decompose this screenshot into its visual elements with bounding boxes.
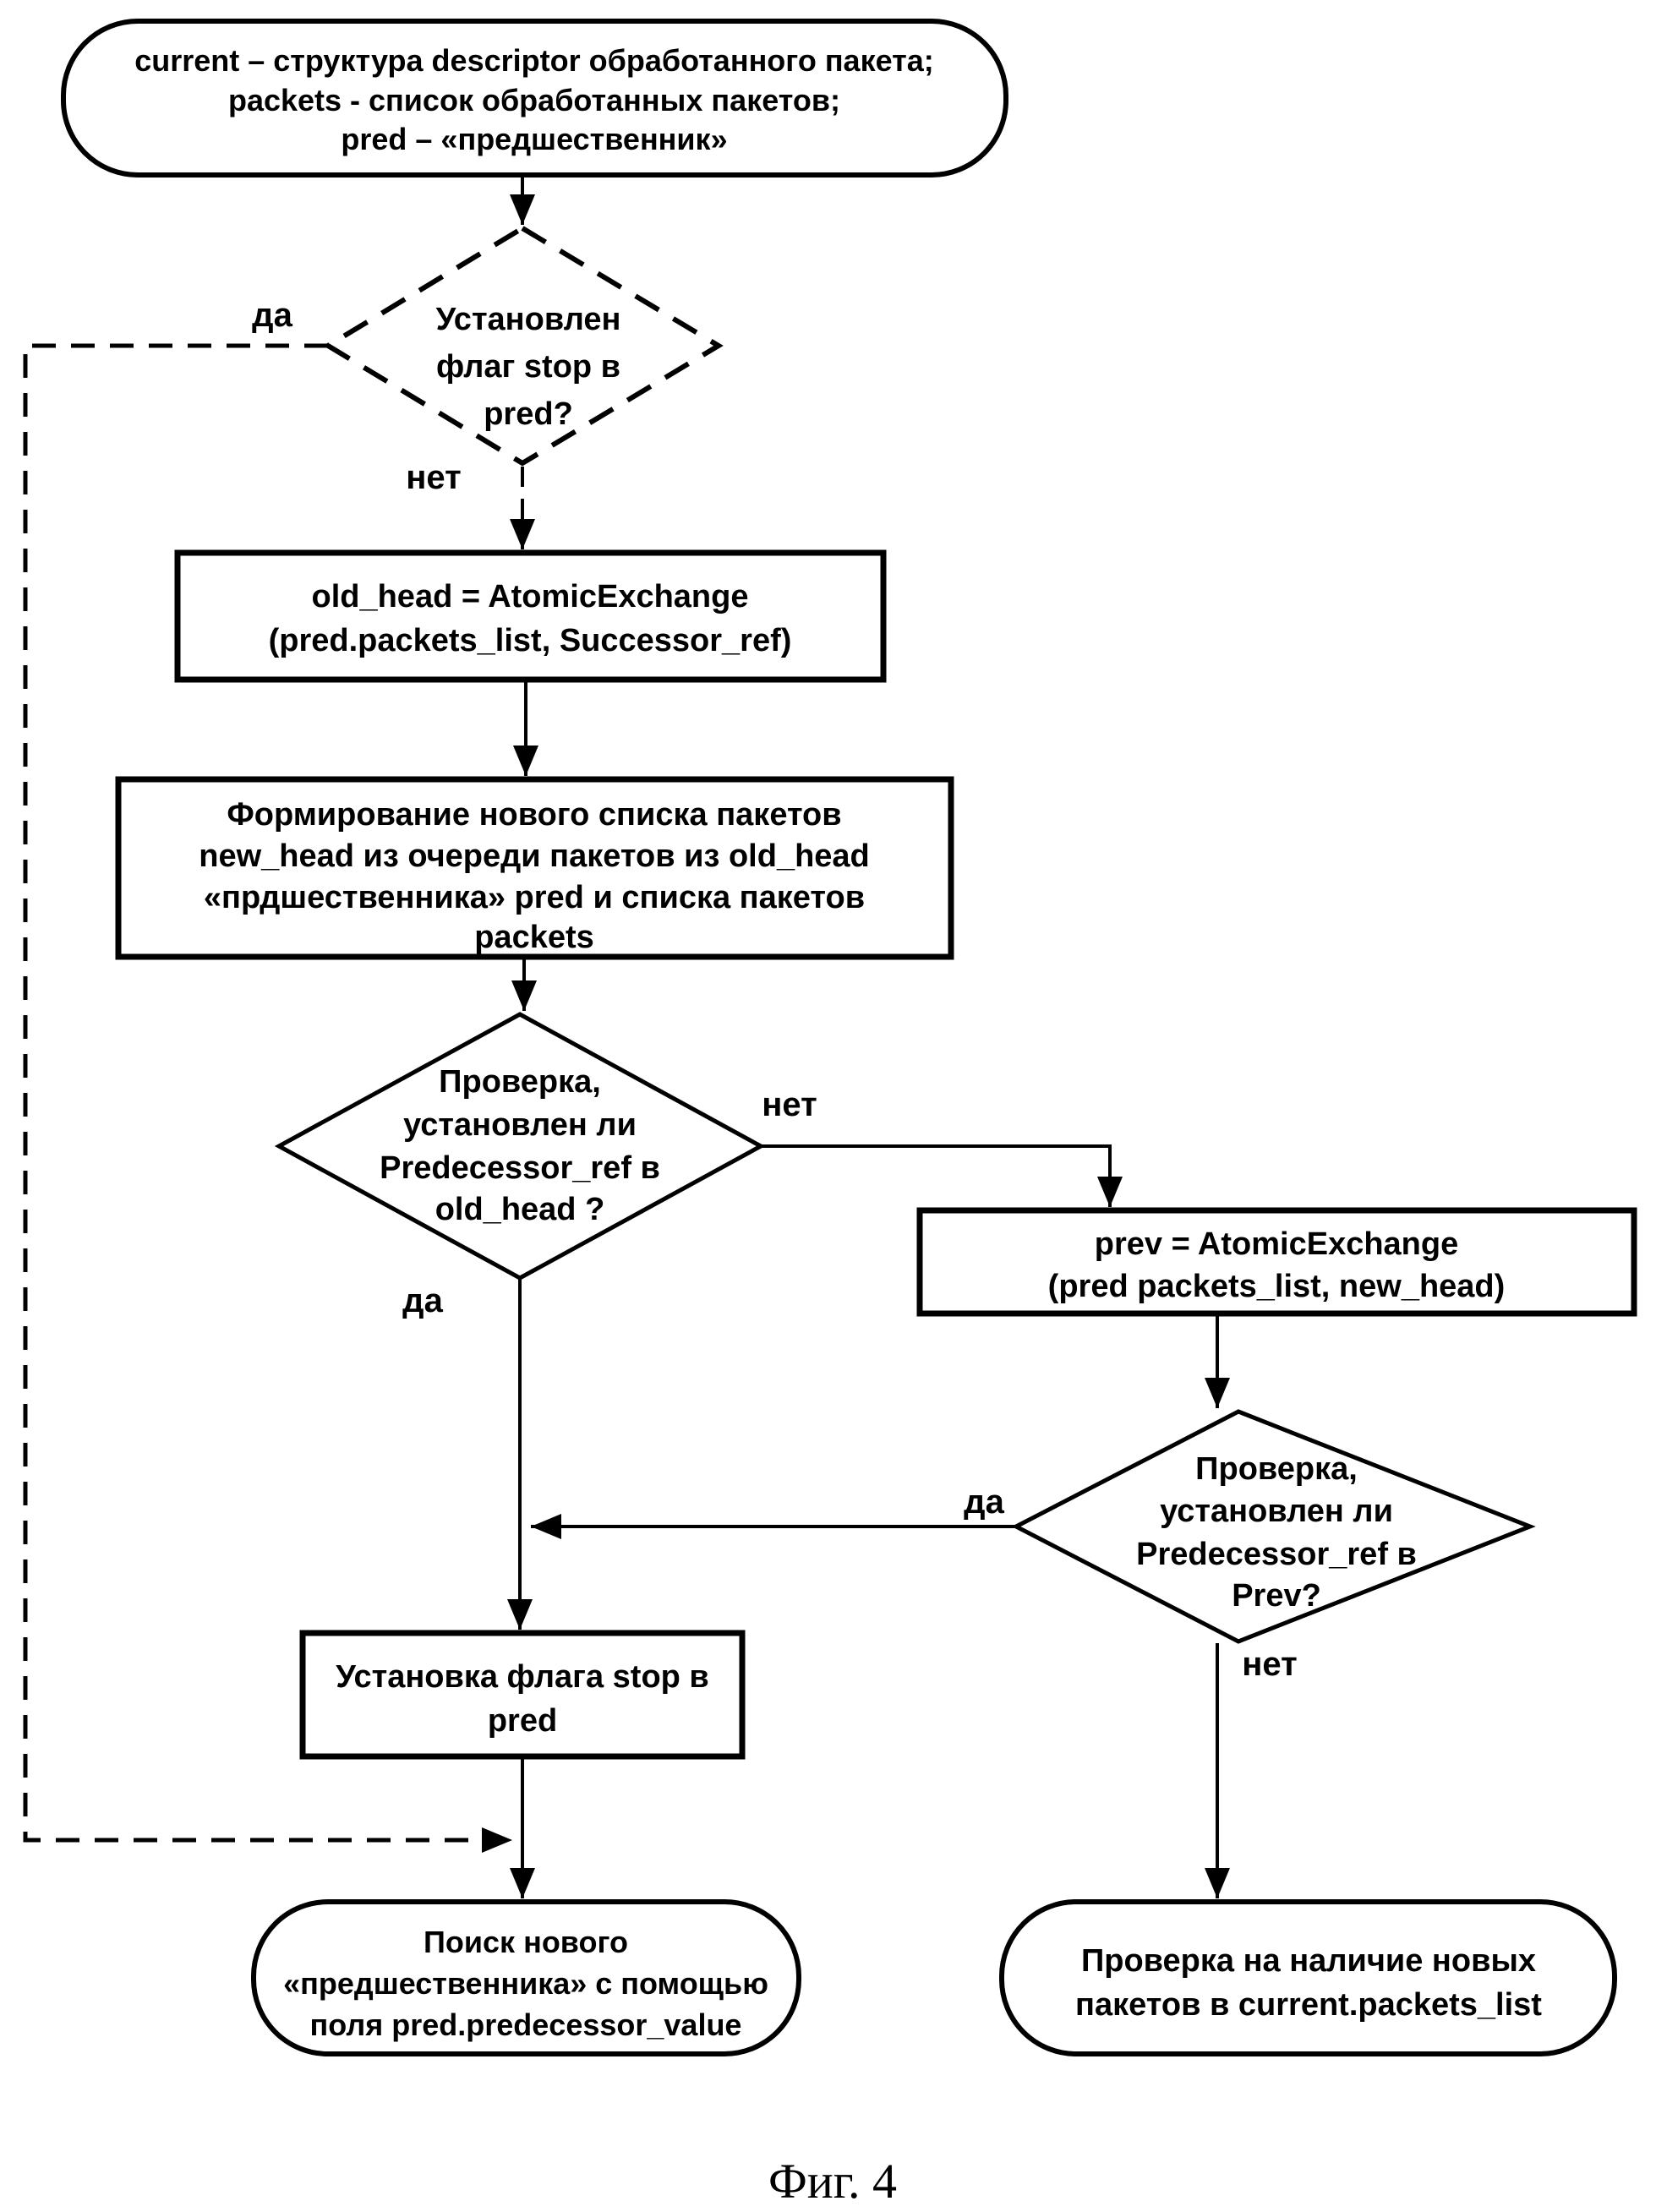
label-yes-decision2: да: [402, 1282, 443, 1319]
terminator-search-line2: «предшественника» с помощью: [283, 1966, 768, 2001]
terminator-search-line3: поля pred.predecessor_value: [310, 2007, 742, 2042]
terminator-packets-line1: Проверка на наличие новых: [1081, 1943, 1536, 1979]
process-formlist-line4: packets: [474, 920, 594, 955]
terminator-start-line1: current – структура descriptor обработан…: [134, 43, 934, 78]
terminator-search-line1: Поиск нового: [424, 1925, 628, 1959]
decision-stop-flag-shape: [323, 225, 724, 467]
decision2-line1: Проверка,: [439, 1064, 601, 1100]
decision-stop-flag: Установлен флаг stop в pred?: [323, 225, 724, 467]
terminator-check-new-packets-shape: [999, 1899, 1617, 2056]
process-oldhead-line2: (pred.packets_list, Successor_ref): [269, 623, 792, 658]
decision-predecessor-prev-shape: [1011, 1409, 1536, 1644]
label-no-decision1: нет: [406, 459, 461, 496]
decision3-line1: Проверка,: [1195, 1451, 1358, 1487]
process-atomic-exchange-prev-shape: [916, 1207, 1637, 1317]
process-setflag-line1: Установка флага stop в: [336, 1659, 709, 1695]
decision-predecessor-old-head: Проверка, установлен ли Predecessor_ref …: [274, 1012, 766, 1281]
edge-check-predecessor-no: [761, 1144, 1123, 1207]
decision2-line2: установлен ли: [403, 1107, 637, 1143]
decision-stop-flag-line1: Установлен: [436, 302, 621, 337]
decision3-line3: Predecessor_ref в: [1136, 1537, 1417, 1572]
process-atomic-exchange-old-head-shape: [174, 549, 887, 683]
terminator-start-line2: packets - список обработанных пакетов;: [228, 83, 840, 117]
process-atomic-exchange-prev: prev = AtomicExchange (pred packets_list…: [916, 1207, 1637, 1317]
label-no-decision3: нет: [1242, 1646, 1297, 1683]
decision-predecessor-old-head-shape: [274, 1012, 766, 1281]
process-form-new-list: Формирование нового списка пакетов new_h…: [115, 776, 954, 960]
decision2-line4: old_head ?: [435, 1192, 605, 1227]
edge-check-stop-yes-loop: [23, 343, 512, 1853]
label-yes-decision1: да: [252, 297, 292, 334]
decision-stop-flag-line3: pred?: [484, 396, 573, 432]
label-yes-decision3: да: [964, 1483, 1004, 1521]
terminator-packets-line2: пакетов в current.packets_list: [1075, 1987, 1542, 2023]
label-no-decision2: нет: [762, 1086, 817, 1123]
process-formlist-line2: new_head из очереди пакетов из old_head: [199, 838, 870, 874]
process-form-new-list-shape: [115, 776, 954, 960]
terminator-start-line3: pred – «предшественник»: [341, 122, 727, 156]
terminator-start: current – структура descriptor обработан…: [61, 19, 1008, 178]
decision-stop-flag-line2: флаг stop в: [436, 349, 620, 385]
terminator-search-new-predecessor-shape: [251, 1899, 801, 2056]
decision-predecessor-prev: Проверка, установлен ли Predecessor_ref …: [1011, 1409, 1536, 1644]
process-setflag-line2: pred: [488, 1703, 557, 1739]
figure-caption: Фиг. 4: [768, 2154, 897, 2209]
process-set-stop-flag-shape: [299, 1630, 746, 1760]
process-oldhead-line1: old_head = AtomicExchange: [311, 579, 748, 614]
terminator-check-new-packets: Проверка на наличие новых пакетов в curr…: [999, 1899, 1617, 2056]
process-prev-line1: prev = AtomicExchange: [1095, 1226, 1458, 1262]
decision3-line2: установлен ли: [1160, 1494, 1393, 1529]
process-formlist-line1: Формирование нового списка пакетов: [227, 797, 841, 833]
process-prev-line2: (pred packets_list, new_head): [1048, 1269, 1506, 1304]
process-atomic-exchange-old-head: old_head = AtomicExchange (pred.packets_…: [174, 549, 887, 683]
decision3-line4: Prev?: [1232, 1578, 1321, 1614]
terminator-search-new-predecessor: Поиск нового «предшественника» с помощью…: [251, 1899, 801, 2056]
decision2-line3: Predecessor_ref в: [380, 1150, 660, 1186]
terminator-start-shape: [61, 19, 1008, 178]
edges: [23, 177, 1230, 1898]
process-set-stop-flag: Установка флага stop в pred: [299, 1630, 746, 1760]
process-formlist-line3: «прдшественника» pred и списка пакетов: [204, 880, 865, 915]
